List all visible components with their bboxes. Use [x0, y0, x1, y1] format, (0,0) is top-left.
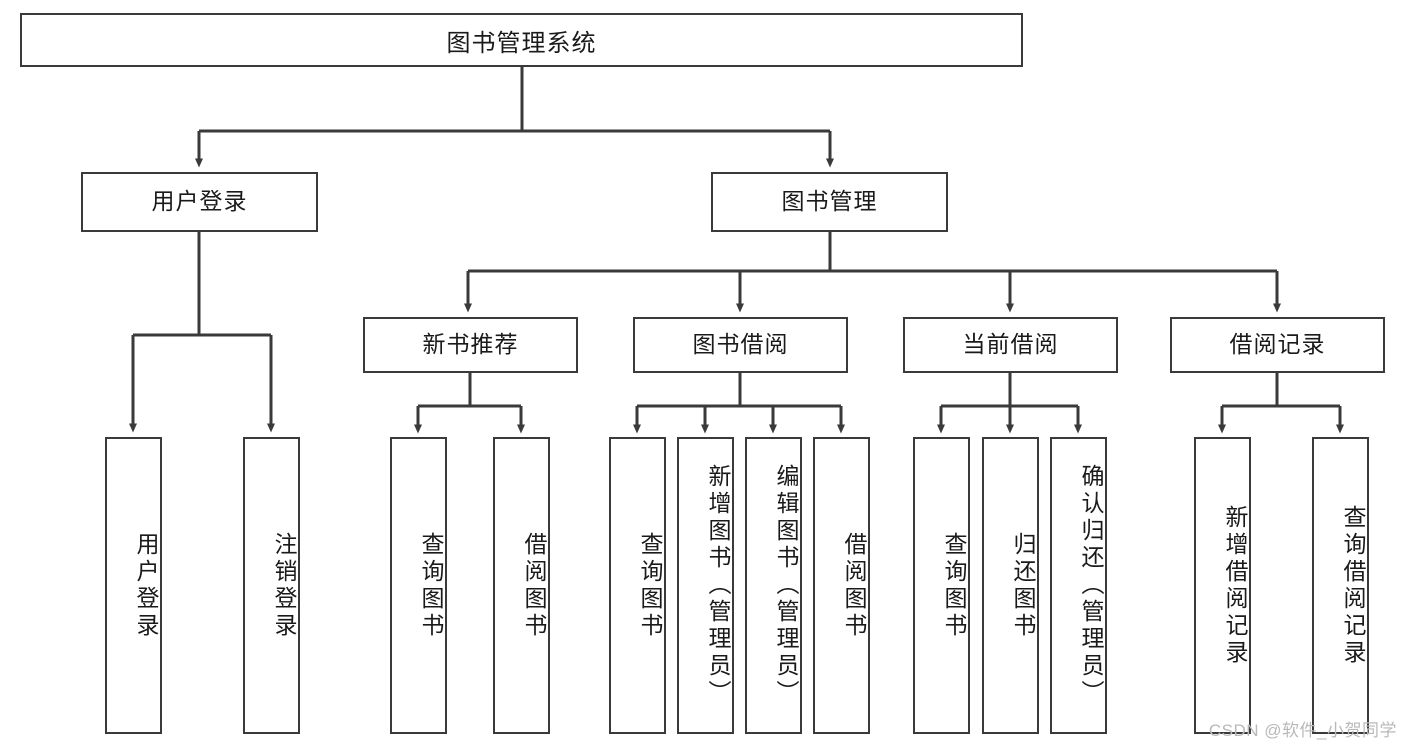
node-label: 用户登录: [151, 188, 248, 215]
node-label: 查询图书: [418, 531, 444, 640]
leaf-user-login[interactable]: 用户登录: [105, 437, 162, 734]
node-label: 确认归还（管理员）: [1078, 464, 1104, 707]
leaf-query-book-2[interactable]: 查询图书: [609, 437, 666, 734]
node-label: 查询借阅记录: [1340, 504, 1366, 667]
node-borrow-record[interactable]: 借阅记录: [1170, 317, 1385, 373]
node-root-system[interactable]: 图书管理系统: [20, 13, 1023, 67]
node-label: 图书借阅: [692, 331, 789, 358]
leaf-edit-book[interactable]: 编辑图书（管理员）: [745, 437, 802, 734]
node-label: 查询图书: [941, 531, 967, 640]
leaf-borrow-book-1[interactable]: 借阅图书: [493, 437, 550, 734]
node-book-manage[interactable]: 图书管理: [711, 172, 948, 232]
node-label: 新增图书（管理员）: [705, 464, 731, 707]
node-label: 借阅记录: [1229, 331, 1326, 358]
leaf-query-record[interactable]: 查询借阅记录: [1312, 437, 1369, 734]
node-label: 归还图书: [1010, 531, 1036, 640]
leaf-add-record[interactable]: 新增借阅记录: [1194, 437, 1251, 734]
node-label: 注销登录: [271, 531, 297, 640]
leaf-return-book[interactable]: 归还图书: [982, 437, 1039, 734]
leaf-borrow-book-2[interactable]: 借阅图书: [813, 437, 870, 734]
node-book-borrow[interactable]: 图书借阅: [633, 317, 848, 373]
leaf-query-book-1[interactable]: 查询图书: [390, 437, 447, 734]
node-label: 用户登录: [133, 531, 159, 640]
node-label: 新增借阅记录: [1222, 504, 1248, 667]
node-label: 借阅图书: [521, 531, 547, 640]
leaf-user-logout[interactable]: 注销登录: [243, 437, 300, 734]
leaf-query-book-3[interactable]: 查询图书: [913, 437, 970, 734]
node-label: 编辑图书（管理员）: [773, 464, 799, 707]
watermark-text: CSDN @软件_小贺同学: [1208, 721, 1397, 740]
node-label: 借阅图书: [841, 531, 867, 640]
node-label: 查询图书: [637, 531, 663, 640]
leaf-confirm-return[interactable]: 确认归还（管理员）: [1050, 437, 1107, 734]
node-label: 图书管理: [781, 188, 878, 215]
node-new-book-rec[interactable]: 新书推荐: [363, 317, 578, 373]
node-label: 当前借阅: [962, 331, 1059, 358]
node-current-borrow[interactable]: 当前借阅: [903, 317, 1118, 373]
node-user-login[interactable]: 用户登录: [81, 172, 318, 232]
leaf-add-book[interactable]: 新增图书（管理员）: [677, 437, 734, 734]
node-label: 新书推荐: [422, 331, 519, 358]
node-label: 图书管理系统: [446, 29, 597, 57]
